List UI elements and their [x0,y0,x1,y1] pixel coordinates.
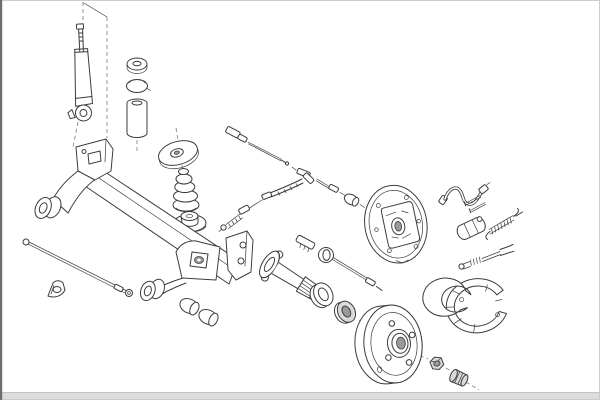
bottom-bar [1,393,599,399]
brake-backing-plate [364,184,428,264]
spring-seat-washer [158,140,199,170]
shoe-adjuster-strut [458,244,515,270]
handbrake-cable [218,166,365,232]
left-edge-bar [0,0,3,400]
brake-drum [354,304,423,385]
rubber-clamp [47,280,66,298]
shoe-return-spring [485,208,523,240]
wheel-cylinder [456,216,486,240]
cable-adjuster-rod [295,234,383,291]
wheel-bearing-outer [309,282,334,309]
axle-nut [429,356,445,370]
short-brake-cable [225,126,290,166]
end-bracket [225,230,254,281]
left-trailing-arm [52,170,97,214]
bushing-pair [179,297,219,327]
strut-mount-washer-nut [126,57,148,74]
axle-beam [34,138,254,302]
brake-hose [438,182,491,206]
right-bushing-eye [139,278,165,302]
brake-shoe-kit [422,277,507,334]
grease-cap [449,368,469,387]
left-bushing-eye [34,196,62,219]
shoe-holddown-pins [463,195,486,214]
bump-stop-bellows [172,168,200,212]
wheel-bearing-inner [333,300,357,324]
shock-absorber [67,23,94,122]
panhard-rod [22,238,133,297]
strut-mount-dome-cap [126,79,151,93]
dust-cover-sleeve [126,98,148,138]
